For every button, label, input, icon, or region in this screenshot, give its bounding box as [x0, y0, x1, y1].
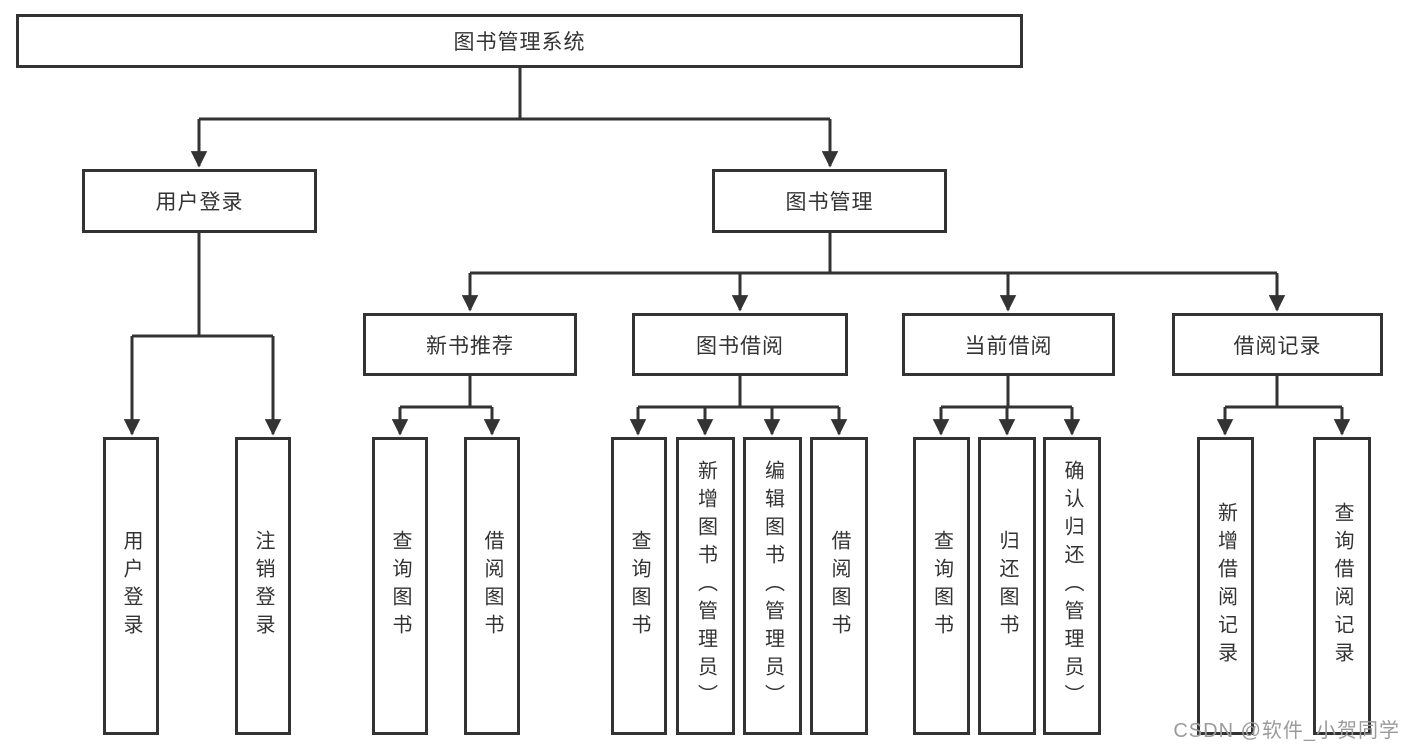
leaf-current-query-books: 查询图书	[913, 437, 970, 735]
node-label: 查询图书	[628, 530, 650, 642]
leaf-borrow-query-books: 查询图书	[611, 437, 667, 735]
node-label: 借阅图书	[481, 530, 503, 642]
node-label: 图书管理	[785, 191, 874, 214]
leaf-logout: 注销登录	[235, 437, 291, 735]
node-label: 确认归还（管理员）	[1061, 460, 1083, 712]
leaf-add-books-admin: 新增图书（管理员）	[676, 437, 735, 735]
node-label: 用户登录	[155, 191, 244, 214]
node-label: 借阅图书	[828, 530, 850, 642]
node-label: 归还图书	[996, 530, 1018, 642]
node-user-login: 用户登录	[82, 169, 317, 233]
leaf-edit-books-admin: 编辑图书（管理员）	[743, 437, 802, 735]
node-label: 图书管理系统	[453, 31, 586, 54]
node-label: 编辑图书（管理员）	[761, 460, 784, 712]
leaf-add-borrow-record: 新增借阅记录	[1197, 437, 1254, 735]
leaf-confirm-return-admin: 确认归还（管理员）	[1043, 437, 1101, 735]
node-label: 注销登录	[252, 530, 274, 642]
leaf-recommend-borrow-books: 借阅图书	[464, 437, 520, 735]
node-borrowing-records: 借阅记录	[1172, 313, 1383, 376]
node-label: 查询图书	[930, 530, 953, 642]
leaf-query-borrow-record: 查询借阅记录	[1313, 437, 1371, 735]
node-root: 图书管理系统	[16, 14, 1023, 68]
node-book-borrowing: 图书借阅	[632, 313, 848, 376]
node-label: 查询借阅记录	[1331, 502, 1353, 670]
node-label: 当前借阅	[964, 334, 1053, 358]
leaf-return-books: 归还图书	[978, 437, 1036, 735]
node-label: 查询图书	[389, 530, 411, 642]
node-book-management: 图书管理	[712, 169, 947, 233]
node-current-borrowing: 当前借阅	[902, 313, 1115, 376]
leaf-recommend-query-books: 查询图书	[372, 437, 428, 735]
node-label: 新书推荐	[426, 334, 514, 358]
leaf-borrow-books: 借阅图书	[810, 437, 868, 735]
node-label: 新增借阅记录	[1214, 502, 1237, 670]
node-label: 借阅记录	[1233, 334, 1322, 358]
watermark-text: CSDN @软件_小贺同学	[1173, 720, 1400, 742]
leaf-user-login: 用户登录	[103, 437, 159, 735]
node-label: 图书借阅	[696, 334, 784, 358]
node-label: 用户登录	[120, 530, 142, 642]
node-label: 新增图书（管理员）	[694, 460, 717, 712]
node-new-book-recommend: 新书推荐	[363, 313, 577, 376]
